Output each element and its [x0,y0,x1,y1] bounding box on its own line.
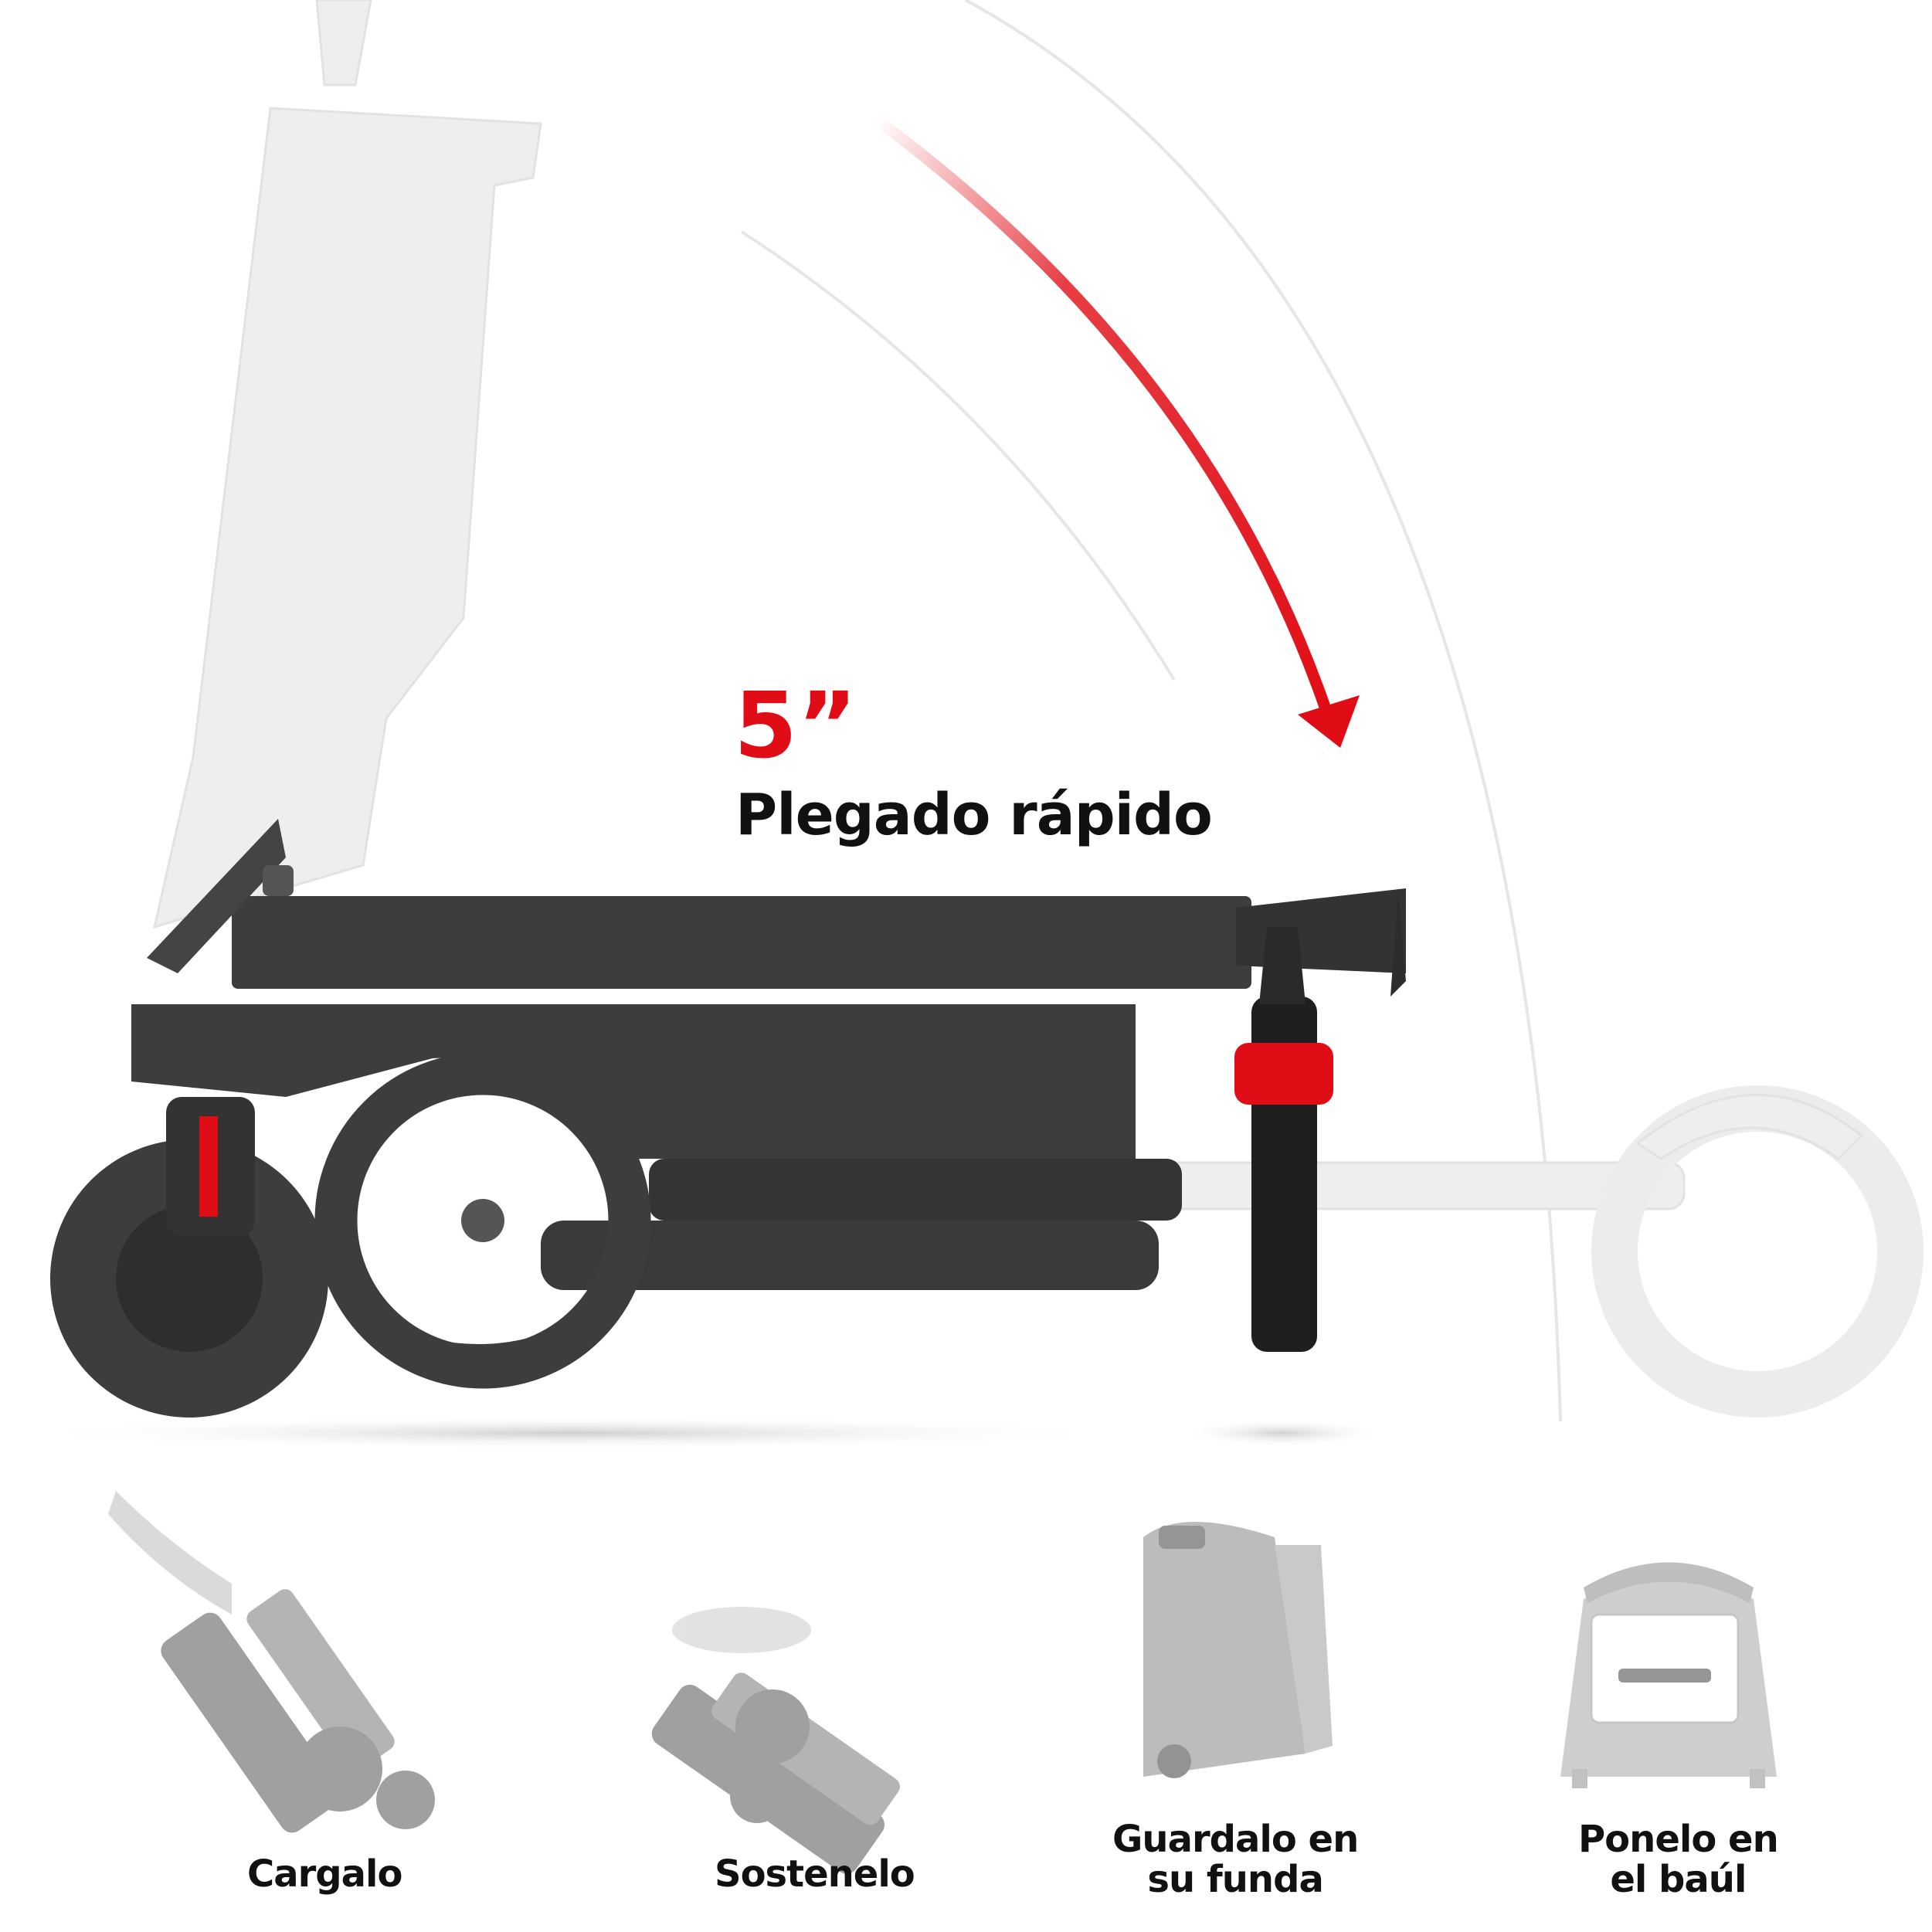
step-caption-trunk-line1: Ponelo en [1578,1818,1779,1861]
headline-label: Plegado rápido [735,782,1213,848]
car-trunk-icon [1560,1562,1777,1788]
motion-arcs [740,0,1562,1422]
carry-scooter-icon [108,1491,435,1833]
stem-red-collar [1234,1043,1333,1105]
step-caption-bag: Guardalo en su funda [1112,1818,1359,1901]
folded-scooter [50,819,1406,1418]
scooter-battery-body [131,1004,1136,1159]
bag-icon [1143,1522,1333,1778]
ghost-unfolded-scooter [152,0,1924,1418]
fold-direction-arrow [871,114,1360,748]
step-caption-carry: Cargalo [247,1852,402,1896]
front-fork-red-accent [199,1116,218,1217]
fold-time: 5” [734,672,857,779]
scooter-deck [232,896,1251,989]
floor-shadow [15,1416,1383,1450]
step-caption-bag-line1: Guardalo en [1112,1818,1359,1861]
step-caption-hold: Sostenelo [715,1852,915,1896]
step-caption-trunk-line2: el baúl [1610,1858,1747,1901]
step-caption-trunk: Ponelo en el baúl [1578,1818,1779,1901]
hold-scooter-icon [651,1607,900,1874]
step-caption-bag-line2: su funda [1147,1858,1323,1901]
